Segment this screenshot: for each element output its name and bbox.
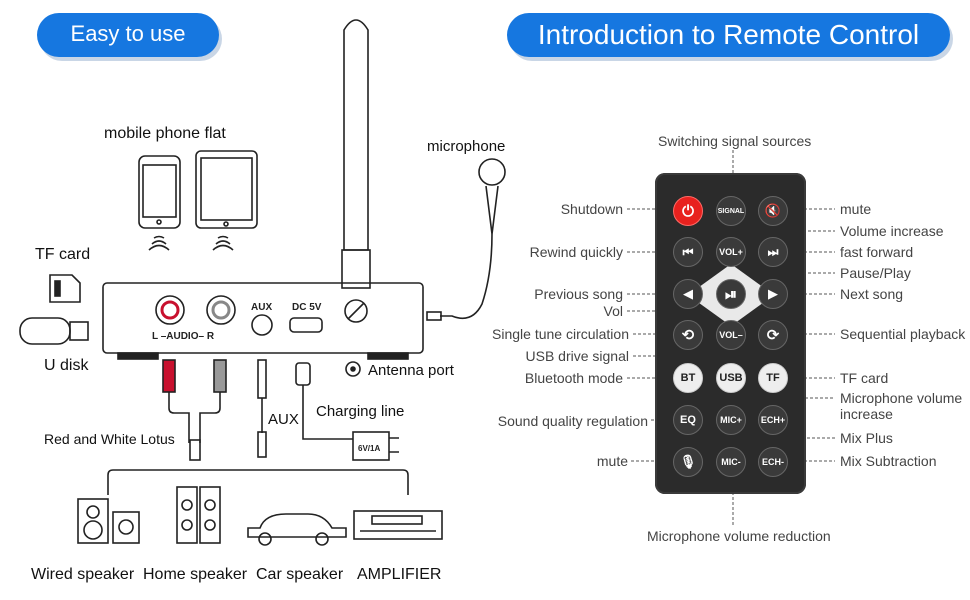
label-switching-signal: Switching signal sources xyxy=(658,133,812,149)
label-sound-quality: Sound quality regulation xyxy=(497,413,648,429)
label-next-song: Next song xyxy=(840,286,904,302)
eq-button[interactable]: EQ xyxy=(673,405,703,435)
vol-minus-button[interactable]: VOL– xyxy=(716,320,746,350)
label-vol: Vol xyxy=(603,303,623,319)
main-device-box xyxy=(102,282,424,354)
tf-button[interactable]: TF xyxy=(758,363,788,393)
prev-button[interactable]: ◀ xyxy=(673,279,703,309)
label-bluetooth: Bluetooth mode xyxy=(524,370,623,386)
u-disk-icon xyxy=(19,317,71,345)
output-wired-speaker: Wired speaker xyxy=(31,566,135,583)
mic-mute-button[interactable]: 🎙 xyxy=(673,447,703,477)
aux-cable-label: AUX xyxy=(268,411,299,428)
ech-minus-button[interactable]: ECH- xyxy=(758,447,788,477)
mic-plus-button[interactable]: MIC+ xyxy=(716,405,746,435)
label-pause-play: Pause/Play xyxy=(840,265,911,281)
label-tf-card: TF card xyxy=(840,370,889,386)
red-white-lotus-label: Red and White Lotus xyxy=(44,431,175,447)
vol-plus-button[interactable]: VOL+ xyxy=(716,237,746,267)
charging-line-label: Charging line xyxy=(316,403,405,420)
output-amplifier: AMPLIFIER xyxy=(357,566,442,583)
label-mix-subtraction: Mix Subtraction xyxy=(840,453,937,469)
play-pause-button[interactable]: ⏯ xyxy=(716,279,746,309)
mute-button[interactable]: 🔇 xyxy=(758,196,788,226)
power-button[interactable]: ⏻ xyxy=(673,196,703,226)
label-fast-forward: fast forward xyxy=(840,244,914,260)
label-previous: Previous song xyxy=(534,286,623,302)
label-rewind: Rewind quickly xyxy=(529,244,623,260)
sequential-button[interactable]: ⟳ xyxy=(758,320,788,350)
signal-button[interactable]: SIGNAL xyxy=(716,196,746,226)
label-mix-plus: Mix Plus xyxy=(840,430,893,446)
label-mute-right: mute xyxy=(840,201,872,217)
panel-aux-label: AUX xyxy=(251,302,273,313)
usb-button[interactable]: USB xyxy=(716,363,746,393)
u-disk-label: U disk xyxy=(44,357,89,374)
wired-speaker-icon xyxy=(77,498,109,544)
microphone-icon xyxy=(478,158,506,186)
rewind-button[interactable]: ⏮ xyxy=(673,237,703,267)
output-home-speaker: Home speaker xyxy=(143,566,248,583)
loop-button[interactable]: ⟲ xyxy=(673,320,703,350)
label-mute-left: mute xyxy=(596,453,628,469)
panel-audio-label: L –AUDIO– R xyxy=(152,331,215,342)
label-mic-volume-increase: Microphone volume increase xyxy=(840,390,963,422)
home-speaker-icon xyxy=(176,486,198,544)
mic-minus-button[interactable]: MIC- xyxy=(716,447,746,477)
tablet-icon xyxy=(195,150,258,229)
panel-dc-label: DC 5V xyxy=(292,302,322,313)
phone-icon xyxy=(138,155,181,229)
label-mic-volume-reduction: Microphone volume reduction xyxy=(647,528,831,544)
microphone-label: microphone xyxy=(427,138,506,155)
label-volume-increase: Volume increase xyxy=(840,223,944,239)
tf-card-label: TF card xyxy=(35,246,91,263)
remote-intro-header: Introduction to Remote Control xyxy=(507,13,950,57)
label-shutdown: Shutdown xyxy=(560,201,623,217)
next-button[interactable]: ▶ xyxy=(758,279,788,309)
bt-button[interactable]: BT xyxy=(673,363,703,393)
label-sequential: Sequential playback xyxy=(840,326,966,342)
ech-plus-button[interactable]: ECH+ xyxy=(758,405,788,435)
amplifier-icon xyxy=(353,510,443,540)
tf-card-icon xyxy=(49,274,81,303)
easy-to-use-header: Easy to use xyxy=(37,13,219,57)
label-single-tune: Single tune circulation xyxy=(492,326,629,342)
output-car-speaker: Car speaker xyxy=(256,566,344,583)
car-icon xyxy=(247,513,347,538)
devices-label: mobile phone flat xyxy=(104,125,226,142)
antenna-icon xyxy=(343,19,369,251)
forward-button[interactable]: ⏭ xyxy=(758,237,788,267)
label-usb-signal: USB drive signal xyxy=(525,348,630,364)
adapter-label: 6V/1A xyxy=(358,444,381,453)
antenna-port-label: Antenna port xyxy=(368,362,454,379)
